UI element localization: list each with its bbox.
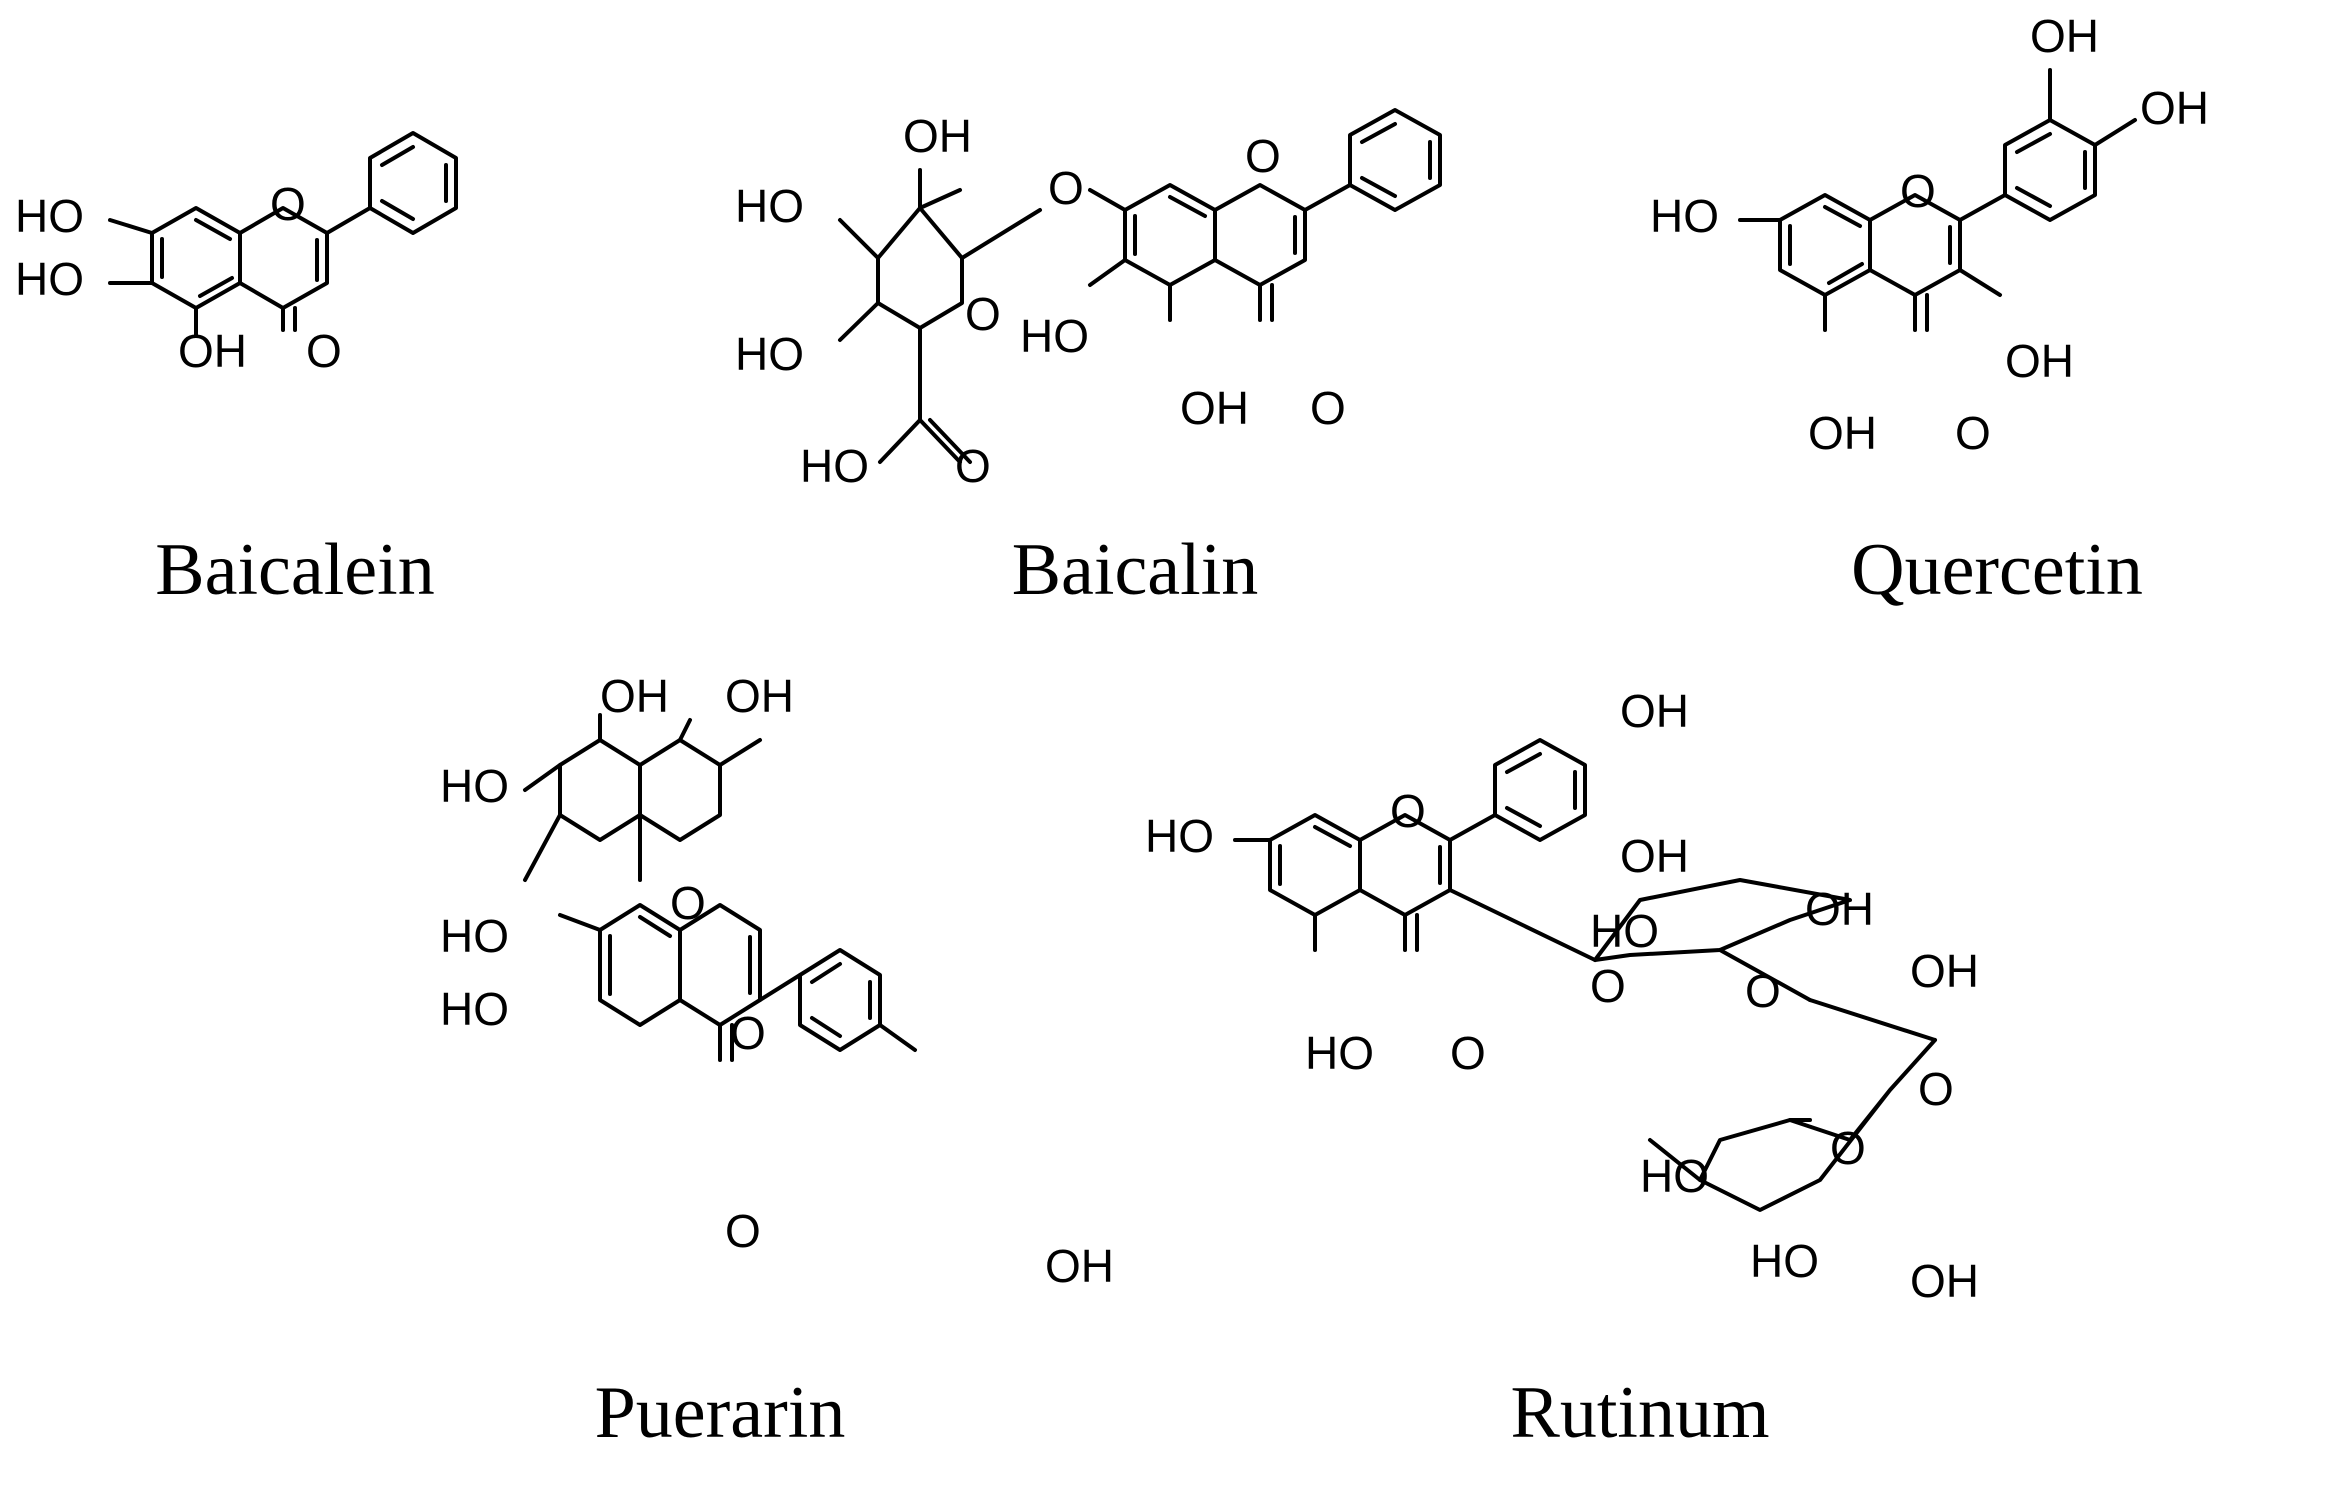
molecule-baicalein: HO HO OH O O Baicalein xyxy=(15,131,458,611)
bonds-quercetin xyxy=(1738,68,2137,332)
atom-label: OH xyxy=(2005,335,2074,387)
atom-label: HO xyxy=(1750,1235,1819,1287)
bonds-baicalin xyxy=(838,108,1442,464)
atom-label: O xyxy=(725,1205,761,1257)
atom-label: OH xyxy=(1045,1240,1114,1292)
atom-label: OH xyxy=(2140,82,2209,134)
atom-label: O xyxy=(730,1007,766,1059)
atom-label: HO xyxy=(1650,190,1719,242)
atom-label: O xyxy=(1450,1027,1486,1079)
atom-label: OH xyxy=(600,670,669,722)
atom-label: HO xyxy=(1020,310,1089,362)
molecule-name: Quercetin xyxy=(1851,529,2143,611)
atom-label: O xyxy=(1245,130,1281,182)
atom-label: O xyxy=(965,288,1001,340)
atom-label: O xyxy=(270,178,306,230)
molecule-quercetin: OH OH HO O OH OH O Quercetin xyxy=(1650,10,2209,611)
atom-label: HO xyxy=(735,328,804,380)
molecule-name: Baicalin xyxy=(1012,529,1259,611)
atom-label: OH xyxy=(1910,945,1979,997)
atom-label: HO xyxy=(800,440,869,492)
atom-label: HO xyxy=(15,190,84,242)
atom-label: OH xyxy=(1180,382,1249,434)
atom-label: O xyxy=(1955,407,1991,459)
bonds-puerarin xyxy=(523,713,917,1062)
bonds-rutinum xyxy=(1233,738,1937,1212)
atom-label: OH xyxy=(178,325,247,377)
molecule-name: Puerarin xyxy=(595,1372,846,1454)
molecule-baicalin: OH HO HO HO O O O HO OH O O Baicalin xyxy=(735,108,1442,611)
atom-label: HO xyxy=(440,910,509,962)
molecule-name: Baicalein xyxy=(155,529,434,611)
atoms-rutinum: OH OH HO O HO OH HO OH O O O O HO O HO O… xyxy=(1145,685,1979,1307)
atom-label: O xyxy=(670,877,706,929)
atom-label: O xyxy=(1918,1063,1954,1115)
atom-label: O xyxy=(1310,382,1346,434)
molecule-rutinum: OH OH HO O HO OH HO OH O O O O HO O HO O… xyxy=(1145,685,1979,1454)
molecule-name: Rutinum xyxy=(1510,1372,1769,1454)
atom-label: O xyxy=(955,440,991,492)
atom-label: HO xyxy=(1305,1027,1374,1079)
atom-label: HO xyxy=(15,253,84,305)
atom-label: OH xyxy=(903,110,972,162)
atoms-quercetin: OH OH HO O OH OH O xyxy=(1650,10,2209,459)
atom-label: OH xyxy=(2030,10,2099,62)
atom-label: O xyxy=(1830,1122,1866,1174)
atom-label: O xyxy=(1390,785,1426,837)
molecule-puerarin: OH OH HO HO O HO O O OH Puerarin xyxy=(440,670,1114,1454)
atom-label: HO xyxy=(1640,1150,1709,1202)
atom-label: OH xyxy=(1805,883,1874,935)
atom-label: HO xyxy=(1145,810,1214,862)
atom-label: O xyxy=(1590,960,1626,1012)
atom-label: OH xyxy=(1808,407,1877,459)
atom-label: O xyxy=(1048,162,1084,214)
atom-label: HO xyxy=(1590,905,1659,957)
atom-label: OH xyxy=(1620,830,1689,882)
atom-label: HO xyxy=(440,760,509,812)
atom-label: HO xyxy=(735,180,804,232)
atoms-puerarin: OH OH HO HO O HO O O OH xyxy=(440,670,1114,1292)
atoms-baicalein: HO HO OH O O xyxy=(15,178,342,377)
atom-label: O xyxy=(1745,965,1781,1017)
atom-label: HO xyxy=(440,983,509,1035)
atom-label: OH xyxy=(725,670,794,722)
bonds-baicalein xyxy=(108,131,458,337)
atom-label: O xyxy=(306,325,342,377)
atom-label: OH xyxy=(1910,1255,1979,1307)
atom-label: O xyxy=(1900,165,1936,217)
atoms-baicalin: OH HO HO HO O O O HO OH O O xyxy=(735,110,1346,492)
atom-label: OH xyxy=(1620,685,1689,737)
